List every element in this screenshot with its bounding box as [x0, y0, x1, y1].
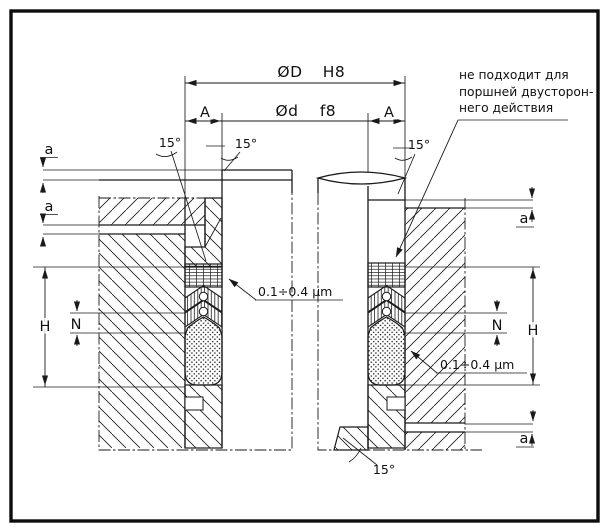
right-dimensions: a a H N [405, 187, 541, 448]
left-bottom-retainer [184, 384, 223, 449]
left-gland-flange [99, 198, 205, 225]
dim-n-right-label: N [492, 318, 503, 334]
right-retainer-notch [386, 396, 406, 411]
left-seal-lip-1 [198, 291, 209, 302]
border-frame [9, 9, 600, 523]
dim-n-left-label: N [71, 317, 82, 333]
left-gland-chamfer-line [204, 217, 222, 248]
width-a-label-right: A [384, 105, 394, 121]
roughness-left-label: 0.1÷0.4 μm [258, 284, 332, 299]
note-line-3: него действия [459, 101, 553, 115]
pack-height-h-left-label: H [40, 319, 51, 335]
right-support-ring [367, 316, 406, 386]
gap-a-mid-left-label: a [45, 199, 54, 215]
left-seal-stack [184, 263, 223, 449]
annotation-note: не подходит для поршней двусторон- него … [395, 68, 593, 258]
bore-diameter-label: ØD [277, 63, 302, 81]
chamfer-angle-top-right: 15° [408, 137, 430, 152]
note-leader-arrow [395, 119, 459, 258]
right-piston-step [333, 426, 369, 451]
roughness-right-label: 0.1÷0.4 μm [440, 357, 514, 372]
right-cylinder-section [315, 171, 533, 451]
left-retainer-notch [184, 396, 204, 411]
gap-a-top-right-label: a [520, 211, 529, 227]
right-bottom-retainer [367, 384, 406, 449]
chamfer-annotations: 15° 15° 15° 15° [155, 135, 430, 477]
note-line-1: не подходит для [459, 68, 569, 82]
left-seal-lip-2 [198, 306, 209, 317]
bore-tolerance-label: H8 [323, 63, 346, 81]
right-seal-lip-1 [381, 291, 392, 302]
left-break-lines [98, 193, 293, 451]
chamfer-angle-bottom: 15° [373, 462, 395, 477]
left-support-ring [184, 316, 223, 386]
left-dimensions: a a H N [33, 142, 185, 388]
right-bottom-plate [405, 432, 465, 450]
rod-tolerance-label: f8 [320, 102, 336, 120]
width-a-label-left: A [200, 105, 210, 121]
left-cylinder-section [43, 169, 293, 451]
right-seal-lip-2 [381, 306, 392, 317]
right-fabric-backup-ring [367, 262, 406, 288]
note-line-2: поршней двусторон- [459, 85, 593, 99]
chamfer-angle-top-left: 15° [159, 135, 181, 150]
left-fabric-backup-ring [184, 263, 223, 288]
pack-height-h-right-label: H [528, 323, 539, 339]
right-break-lines [317, 193, 482, 451]
right-seal-stack [367, 262, 406, 449]
rod-diameter-label: Ød [275, 102, 298, 120]
gap-a-bottom-right-label: a [520, 431, 529, 447]
left-cylinder-body [99, 234, 185, 448]
chamfer-angle-top-mid: 15° [235, 136, 257, 151]
right-cylinder-body [405, 208, 465, 423]
gap-a-top-left-label: a [45, 142, 54, 158]
roughness-callouts: 0.1÷0.4 μm 0.1÷0.4 μm [228, 278, 527, 374]
right-rod-break-lens [315, 171, 408, 185]
top-dimensions: ØD H8 Ød f8 A A [184, 61, 406, 198]
